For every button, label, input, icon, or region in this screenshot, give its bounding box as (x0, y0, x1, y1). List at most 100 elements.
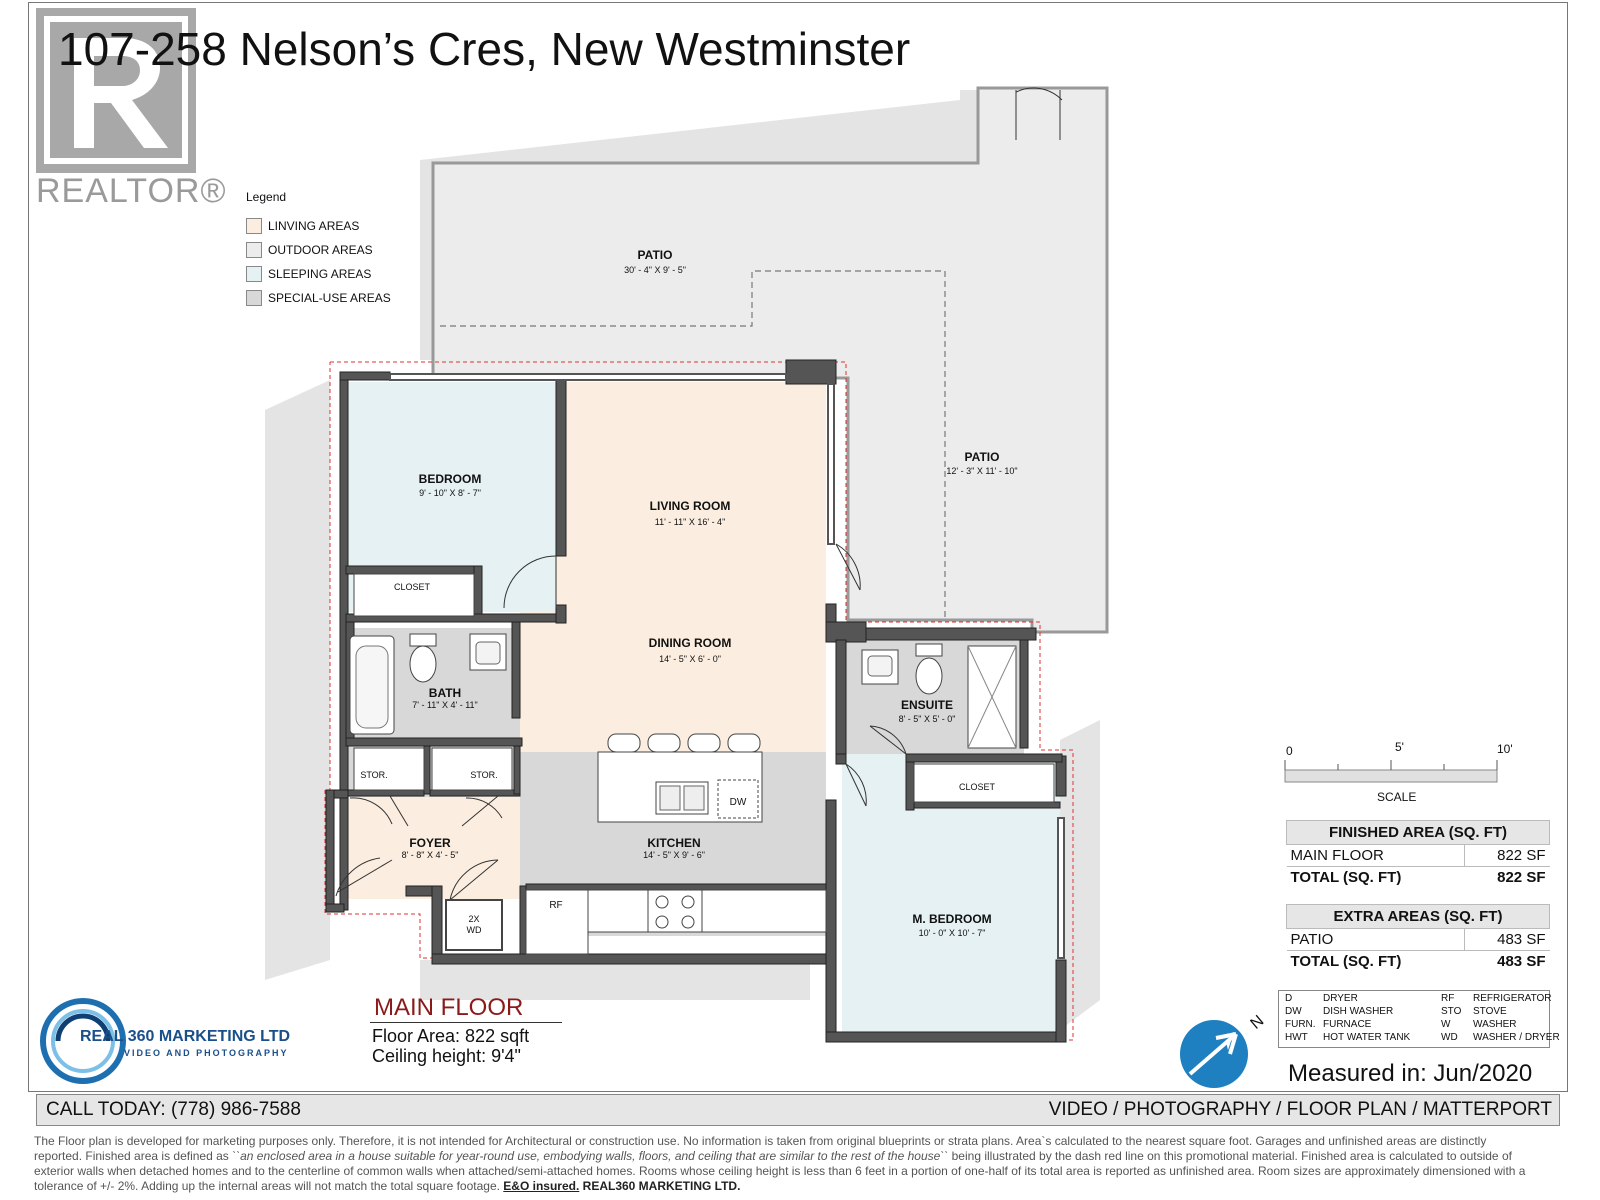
abbr-meaning: HOT WATER TANK (1323, 1032, 1411, 1043)
abbr-meaning: FURNACE (1323, 1019, 1372, 1030)
abbr-meaning: DRYER (1323, 993, 1358, 1004)
listing-title: 107-258 Nelson’s Cres, New Westminster (58, 23, 911, 75)
dining-room-dims: 14' - 5" X 6' - 0" (659, 654, 721, 664)
washer-dryer-box (445, 899, 503, 951)
closet-label: CLOSET (393, 582, 431, 592)
disclaimer: The Floor plan is developed for marketin… (34, 1134, 1534, 1194)
living-room-label: LIVING ROOM (649, 499, 731, 513)
bedroom-dims: 9' - 10" X 8' - 7" (419, 488, 481, 498)
finished-area-row-value: 822 SF (1463, 844, 1550, 867)
eo-insured-text: E&O insured. (503, 1179, 580, 1193)
company-logo-icon (40, 998, 126, 1084)
disclaimer-company: REAL360 MARKETING LTD. (579, 1179, 741, 1193)
north-compass-icon (1180, 1020, 1248, 1088)
closet-label: CLOSET (958, 782, 996, 792)
disclaimer-quote: ``an enclosed area in a house suitable f… (232, 1149, 949, 1163)
ensuite-sink-icon (861, 649, 899, 685)
stor-2 (431, 747, 513, 791)
abbr-code: DW (1285, 1006, 1302, 1017)
scale-label: SCALE (1377, 790, 1417, 804)
kitchen-sink-icon (655, 781, 709, 815)
legend-item: SPECIAL-USE AREAS (246, 286, 391, 310)
abbr-meaning: WASHER (1473, 1019, 1517, 1030)
legend-item: SLEEPING AREAS (246, 262, 391, 286)
dining-floor-left (520, 612, 580, 752)
legend-label: SPECIAL-USE AREAS (268, 291, 391, 305)
abbr-code: WD (1441, 1032, 1458, 1043)
company-subtitle: VIDEO AND PHOTOGRAPHY (124, 1048, 289, 1058)
realtor-logo-icon (36, 8, 196, 173)
realtor-wordmark: REALTOR® (36, 172, 227, 210)
toilet-icon (409, 633, 437, 683)
extra-areas-row-label: PATIO (1286, 928, 1465, 951)
m-bedroom-dims: 10' - 0" X 10' - 7" (918, 928, 986, 938)
finished-area-row-label: MAIN FLOOR (1286, 844, 1465, 867)
foyer-dims: 8' - 8" X 4' - 5" (401, 850, 459, 860)
legend-swatch-sleeping (246, 266, 262, 282)
patio-top-label: PATIO (637, 248, 673, 262)
disclaimer-text: being illustrated by the dash red line o… (34, 1149, 1526, 1193)
foyer-floor (346, 797, 520, 899)
washer-dryer-label: 2X WD (466, 914, 482, 935)
abbreviations-key: D DRYER DW DISH WASHER FURN. FURNACE HWT… (1278, 990, 1560, 1048)
legend-label: LINVING AREAS (268, 219, 360, 233)
walls (325, 359, 1067, 1043)
finished-area-total-label: TOTAL (SQ. FT) (1290, 869, 1402, 886)
legend-swatch-special (246, 290, 262, 306)
dishwasher-box (717, 779, 759, 819)
finished-area-total-value: 822 SF (1497, 869, 1546, 886)
company-name: REAL 360 MARKETING LTD (80, 1028, 291, 1045)
extra-areas-total-value: 483 SF (1497, 953, 1546, 970)
ensuite-dims: 8' - 5" X 5' - 0" (898, 714, 956, 724)
m-bedroom-label: M. BEDROOM (912, 912, 992, 926)
mbedroom-closet (913, 763, 1055, 803)
floor-area-text: Floor Area: 822 sqft (372, 1026, 530, 1046)
abbr-code: W (1441, 1019, 1451, 1030)
scale-tick-10: 10' (1497, 742, 1513, 756)
fridge-box (525, 889, 589, 955)
services-text: VIDEO / PHOTOGRAPHY / FLOOR PLAN / MATTE… (1048, 1099, 1552, 1120)
stor-1 (353, 747, 425, 791)
scale-bar: 0 5' 10' SCALE (1283, 728, 1523, 804)
shower-icon (967, 645, 1017, 749)
sink-icon (469, 633, 507, 671)
legend-label: OUTDOOR AREAS (268, 243, 373, 257)
disclaimer-text: The Floor plan is developed for marketin… (34, 1134, 1487, 1163)
legend-item: LINVING AREAS (246, 214, 391, 238)
extra-areas-row-value: 483 SF (1463, 928, 1550, 951)
living-room-dims: 11' - 11" X 16' - 4" (654, 517, 726, 527)
extra-areas-total-label: TOTAL (SQ. FT) (1290, 953, 1402, 970)
patio-right-label: PATIO (964, 450, 1000, 464)
extra-areas-header: EXTRA AREAS (SQ. FT) (1286, 904, 1550, 929)
measured-date: Measured in: Jun/2020 (1288, 1060, 1533, 1087)
door-swings (335, 87, 1063, 901)
page-frame (28, 2, 1568, 1092)
scale-tick-5: 5' (1395, 740, 1404, 754)
bedroom-closet (353, 573, 475, 617)
bath-label: BATH (428, 686, 462, 700)
abbr-code: RF (1441, 993, 1455, 1004)
legend-swatch-living (246, 218, 262, 234)
finished-area-header: FINISHED AREA (SQ. FT) (1286, 820, 1550, 845)
scale-tick-0: 0 (1286, 744, 1293, 758)
bedroom-label: BEDROOM (418, 472, 482, 486)
footer-bar (36, 1094, 1560, 1126)
scale-ruler (1284, 760, 1498, 783)
kitchen-dims: 14' - 5" X 9' - 6" (643, 850, 705, 860)
bath-dims: 7' - 11" X 4' - 11" (412, 700, 478, 710)
abbr-code: D (1285, 993, 1293, 1004)
dishwasher-label: DW (729, 797, 747, 808)
abbr-code: FURN. (1285, 1019, 1316, 1030)
abbr-meaning: REFRIGERATOR (1473, 993, 1552, 1004)
abbr-meaning: DISH WASHER (1323, 1006, 1394, 1017)
foyer-label: FOYER (409, 836, 451, 850)
legend-label: SLEEPING AREAS (268, 267, 372, 281)
legend: Legend LINVING AREAS OUTDOOR AREAS SLEEP… (246, 190, 391, 310)
ceiling-height-text: Ceiling height: 9'4" (372, 1046, 521, 1066)
abbr-code: STO (1441, 1006, 1462, 1017)
abbr-meaning: STOVE (1473, 1006, 1507, 1017)
